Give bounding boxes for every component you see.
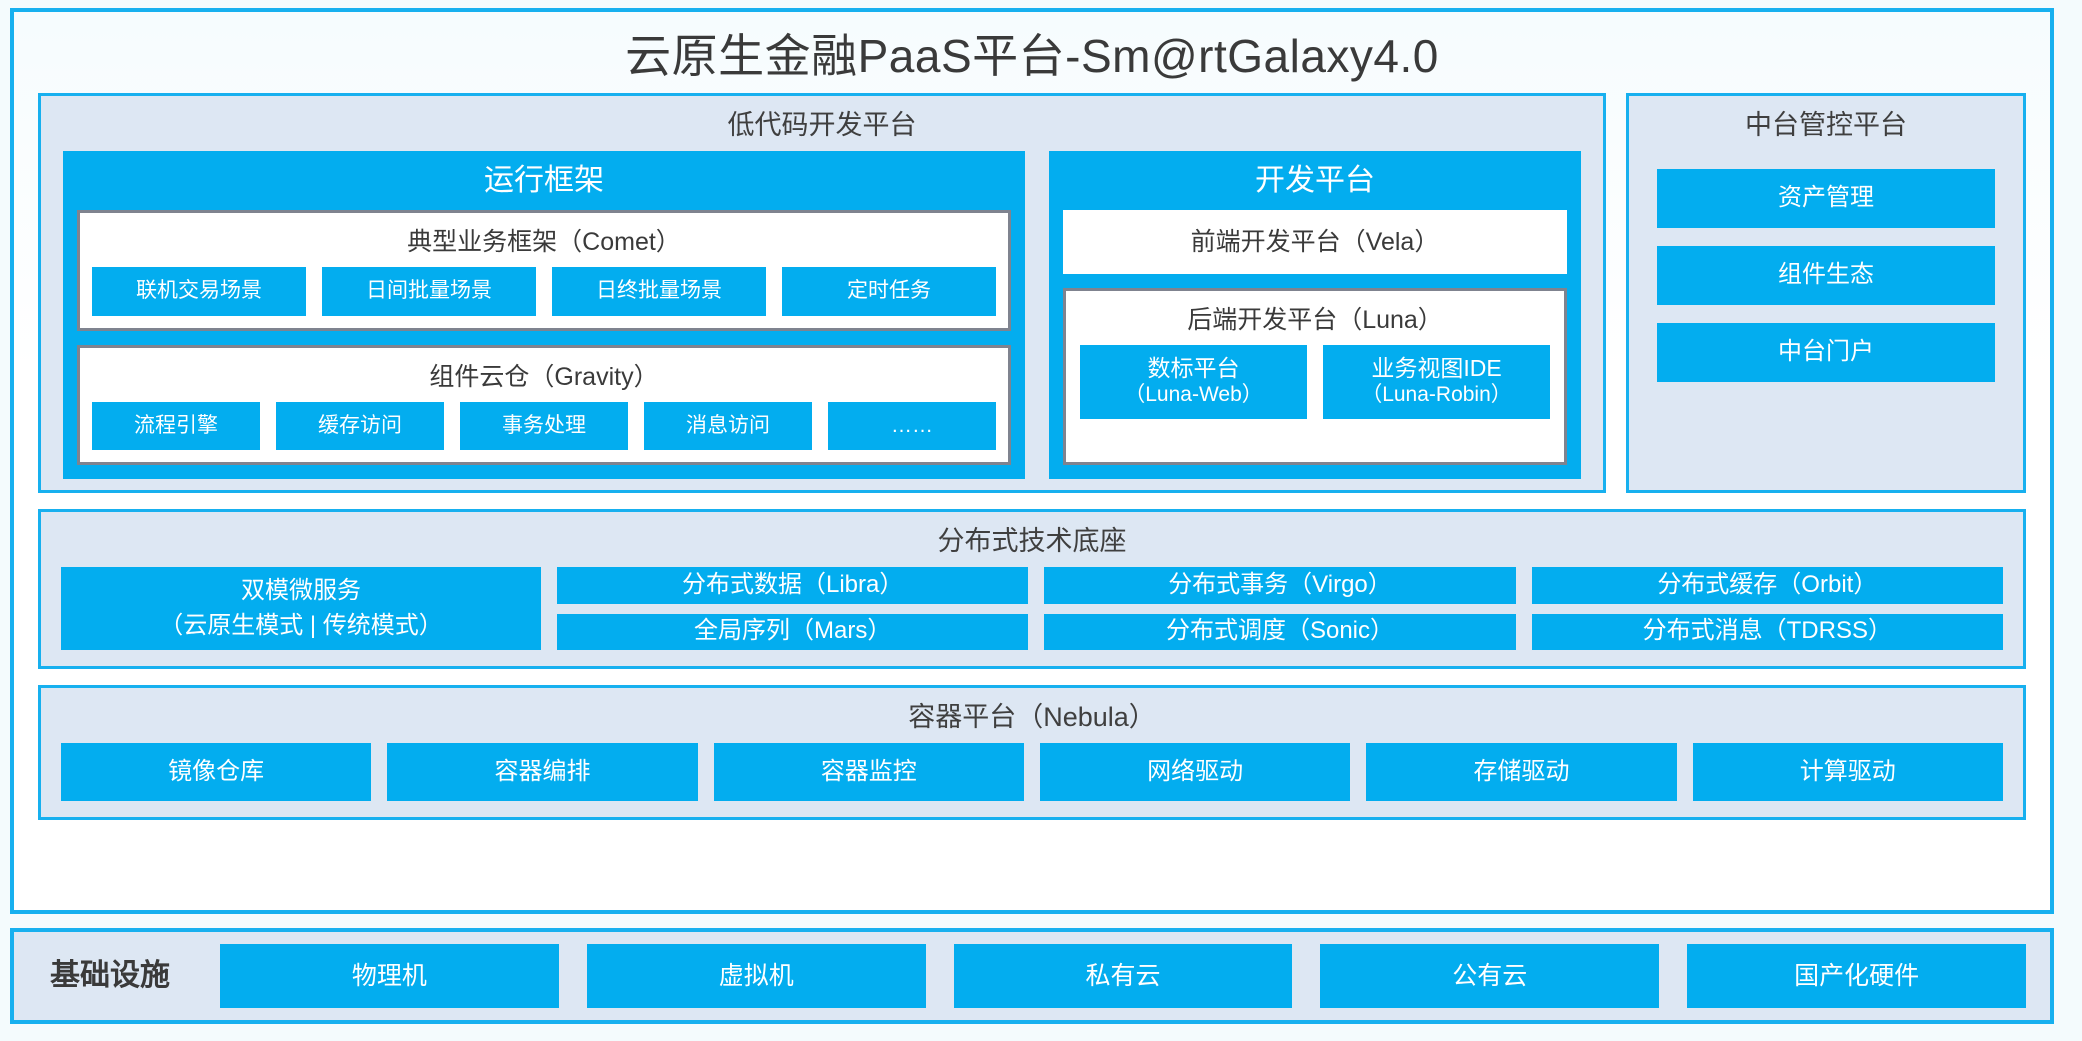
luna-item-data-platform-name: 数标平台 xyxy=(1147,355,1240,382)
runtime-framework-box: 运行框架 典型业务框架（Comet） 联机交易场景 日间批量场景 日终批量场景 … xyxy=(63,151,1025,479)
luna-backend-group: 后端开发平台（Luna） 数标平台 （Luna-Web） 业务视图IDE （Lu… xyxy=(1063,288,1567,465)
infra-item-public-cloud[interactable]: 公有云 xyxy=(1320,944,1660,1008)
container-item-image-registry[interactable]: 镜像仓库 xyxy=(61,743,372,801)
lowcode-platform-panel: 低代码开发平台 运行框架 典型业务框架（Comet） 联机交易场景 日间批量场景… xyxy=(38,92,1606,493)
lowcode-platform-title: 低代码开发平台 xyxy=(727,109,917,140)
control-item-portal[interactable]: 中台门户 xyxy=(1657,322,1995,382)
luna-chip-row: 数标平台 （Luna-Web） 业务视图IDE （Luna-Robin） xyxy=(1080,345,1550,419)
dist-item-dual-mode-microservice[interactable]: 双模微服务 （云原生模式 | 传统模式） xyxy=(61,567,541,650)
luna-item-data-platform-code: （Luna-Web） xyxy=(1124,383,1263,407)
comet-chip-row: 联机交易场景 日间批量场景 日终批量场景 定时任务 xyxy=(92,267,996,316)
luna-item-business-view-ide-code: （Luna-Robin） xyxy=(1361,383,1512,407)
top-row: 低代码开发平台 运行框架 典型业务框架（Comet） 联机交易场景 日间批量场景… xyxy=(14,92,2050,493)
infrastructure-label: 基础设施 xyxy=(50,959,170,992)
platform-architecture-container: 云原生金融PaaS平台-Sm@rtGalaxy4.0 低代码开发平台 运行框架 … xyxy=(10,8,2054,914)
luna-item-data-platform[interactable]: 数标平台 （Luna-Web） xyxy=(1080,345,1307,419)
dist-column-1: 分布式数据（Libra） 全局序列（Mars） xyxy=(557,567,1029,650)
development-platform-title: 开发平台 xyxy=(1255,164,1375,198)
dist-item-virgo[interactable]: 分布式事务（Virgo） xyxy=(1044,567,1516,604)
distributed-base-panel: 分布式技术底座 双模微服务 （云原生模式 | 传统模式） 分布式数据（Libra… xyxy=(38,508,2026,669)
luna-title: 后端开发平台（Luna） xyxy=(1187,306,1443,335)
comet-group: 典型业务框架（Comet） 联机交易场景 日间批量场景 日终批量场景 定时任务 xyxy=(77,210,1011,331)
vela-frontend-platform[interactable]: 前端开发平台（Vela） xyxy=(1063,210,1567,275)
dist-item-libra[interactable]: 分布式数据（Libra） xyxy=(557,567,1029,604)
container-item-orchestration[interactable]: 容器编排 xyxy=(387,743,698,801)
comet-item-online-trade[interactable]: 联机交易场景 xyxy=(92,267,306,316)
container-platform-body: 镜像仓库 容器编排 容器监控 网络驱动 存储驱动 计算驱动 xyxy=(41,743,2023,817)
dist-item-sonic[interactable]: 分布式调度（Sonic） xyxy=(1044,613,1516,650)
container-platform-panel: 容器平台（Nebula） 镜像仓库 容器编排 容器监控 网络驱动 存储驱动 计算… xyxy=(38,684,2026,820)
container-item-compute-driver[interactable]: 计算驱动 xyxy=(1692,743,2003,801)
dist-column-3: 分布式缓存（Orbit） 分布式消息（TDRSS） xyxy=(1531,567,2003,650)
control-platform-panel: 中台管控平台 资产管理 组件生态 中台门户 xyxy=(1626,92,2026,493)
gravity-group: 组件云仓（Gravity） 流程引擎 缓存访问 事务处理 消息访问 …… xyxy=(77,344,1011,465)
luna-item-business-view-ide-name: 业务视图IDE xyxy=(1371,355,1502,382)
distributed-base-body: 双模微服务 （云原生模式 | 传统模式） 分布式数据（Libra） 全局序列（M… xyxy=(41,567,2023,666)
infra-item-domestic-hardware[interactable]: 国产化硬件 xyxy=(1687,944,2026,1008)
comet-item-scheduled-task[interactable]: 定时任务 xyxy=(782,267,996,316)
infra-item-physical-machine[interactable]: 物理机 xyxy=(220,944,559,1008)
gravity-chip-row: 流程引擎 缓存访问 事务处理 消息访问 …… xyxy=(92,401,996,450)
container-item-network-driver[interactable]: 网络驱动 xyxy=(1039,743,1351,801)
control-platform-title: 中台管控平台 xyxy=(1745,109,1907,140)
container-platform-title: 容器平台（Nebula） xyxy=(908,701,1156,732)
container-item-storage-driver[interactable]: 存储驱动 xyxy=(1366,743,1677,801)
control-item-asset-management[interactable]: 资产管理 xyxy=(1657,169,1995,229)
distributed-base-title: 分布式技术底座 xyxy=(937,525,1127,556)
development-platform-box: 开发平台 前端开发平台（Vela） 后端开发平台（Luna） 数标平台 （Lun… xyxy=(1049,151,1581,479)
gravity-item-transaction[interactable]: 事务处理 xyxy=(460,401,628,450)
control-item-component-ecosystem[interactable]: 组件生态 xyxy=(1657,246,1995,305)
lowcode-platform-body: 运行框架 典型业务框架（Comet） 联机交易场景 日间批量场景 日终批量场景 … xyxy=(41,151,1603,497)
infra-item-private-cloud[interactable]: 私有云 xyxy=(953,944,1293,1008)
comet-item-intraday-batch[interactable]: 日间批量场景 xyxy=(322,267,536,316)
dist-column-2: 分布式事务（Virgo） 分布式调度（Sonic） xyxy=(1044,567,1516,650)
gravity-item-message-access[interactable]: 消息访问 xyxy=(644,401,812,450)
infrastructure-bar: 基础设施 物理机 虚拟机 私有云 公有云 国产化硬件 xyxy=(10,928,2054,1024)
gravity-item-process-engine[interactable]: 流程引擎 xyxy=(92,401,260,450)
infra-item-virtual-machine[interactable]: 虚拟机 xyxy=(586,944,926,1008)
page-title: 云原生金融PaaS平台-Sm@rtGalaxy4.0 xyxy=(625,30,1439,82)
dual-mode-microservice-line1: 双模微服务 xyxy=(241,576,361,604)
comet-title: 典型业务框架（Comet） xyxy=(407,228,681,257)
runtime-spacer xyxy=(77,331,1011,345)
gravity-item-more[interactable]: …… xyxy=(828,401,996,450)
container-item-monitoring[interactable]: 容器监控 xyxy=(713,743,1024,801)
dual-mode-microservice-line2: （云原生模式 | 传统模式） xyxy=(159,611,443,639)
gravity-item-cache-access[interactable]: 缓存访问 xyxy=(276,401,444,450)
comet-item-eod-batch[interactable]: 日终批量场景 xyxy=(552,267,766,316)
dist-item-orbit[interactable]: 分布式缓存（Orbit） xyxy=(1531,567,2003,604)
dist-item-mars[interactable]: 全局序列（Mars） xyxy=(557,613,1029,650)
dist-item-tdrss[interactable]: 分布式消息（TDRSS） xyxy=(1531,613,2003,650)
gravity-title: 组件云仓（Gravity） xyxy=(429,362,659,391)
luna-item-business-view-ide[interactable]: 业务视图IDE （Luna-Robin） xyxy=(1323,345,1550,419)
runtime-framework-title: 运行框架 xyxy=(484,164,604,198)
